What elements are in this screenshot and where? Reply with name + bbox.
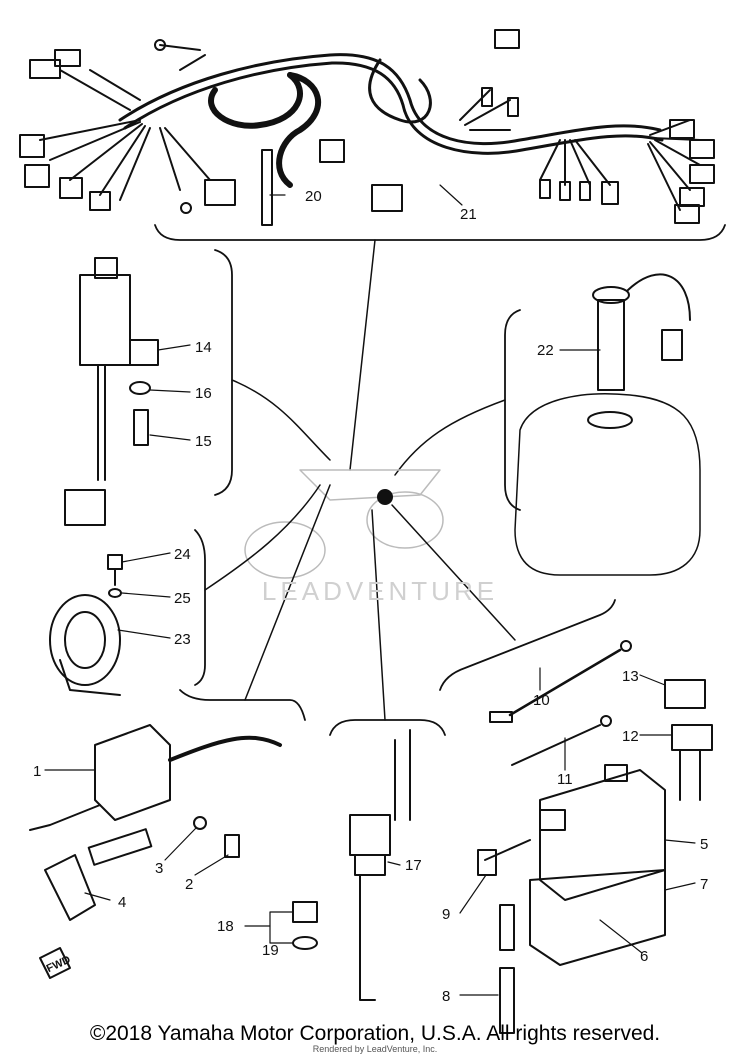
callout-4: 4 — [118, 894, 126, 911]
fwd-label: FWD — [45, 954, 73, 975]
callout-1: 1 — [33, 763, 41, 780]
callout-14: 14 — [195, 339, 212, 356]
callout-15: 15 — [195, 433, 212, 450]
callout-9: 9 — [442, 906, 450, 923]
callout-13: 13 — [622, 668, 639, 685]
callout-20: 20 — [305, 188, 322, 205]
callout-12: 12 — [622, 728, 639, 745]
callout-24: 24 — [174, 546, 191, 563]
callout-18: 18 — [217, 918, 234, 935]
neutral-switch-assembly — [292, 509, 446, 1001]
motorcycle-outline — [244, 469, 444, 579]
main-switch-assembly — [64, 249, 331, 526]
callout-7: 7 — [700, 876, 708, 893]
watermark: LEADVENTURE — [262, 576, 498, 606]
callout-17: 17 — [405, 857, 422, 874]
rendered-by-credit: Rendered by LeadVenture, Inc. — [312, 1044, 438, 1054]
leader-lines — [44, 184, 696, 996]
ignition-coil-assembly — [29, 484, 331, 979]
callout-19: 19 — [262, 942, 279, 959]
callout-21: 21 — [460, 206, 477, 223]
wire-harness — [19, 29, 726, 471]
callout-labels: 20 21 14 16 15 22 24 25 23 13 12 10 11 1… — [33, 188, 708, 1005]
callout-10: 10 — [533, 692, 550, 709]
callout-2: 2 — [185, 876, 193, 893]
callout-6: 6 — [640, 948, 648, 965]
callout-11: 11 — [557, 771, 573, 788]
callout-8: 8 — [442, 988, 450, 1005]
fuel-tank-assembly — [394, 273, 701, 576]
callout-25: 25 — [174, 590, 191, 607]
copyright-notice: ©2018 Yamaha Motor Corporation, U.S.A. A… — [89, 1022, 661, 1045]
callout-5: 5 — [700, 836, 708, 853]
callout-22: 22 — [537, 342, 554, 359]
callout-23: 23 — [174, 631, 191, 648]
battery-assembly — [391, 504, 713, 1034]
callout-3: 3 — [155, 860, 163, 877]
horn-assembly — [49, 484, 321, 696]
callout-16: 16 — [195, 385, 212, 402]
reference-dot — [377, 489, 393, 505]
